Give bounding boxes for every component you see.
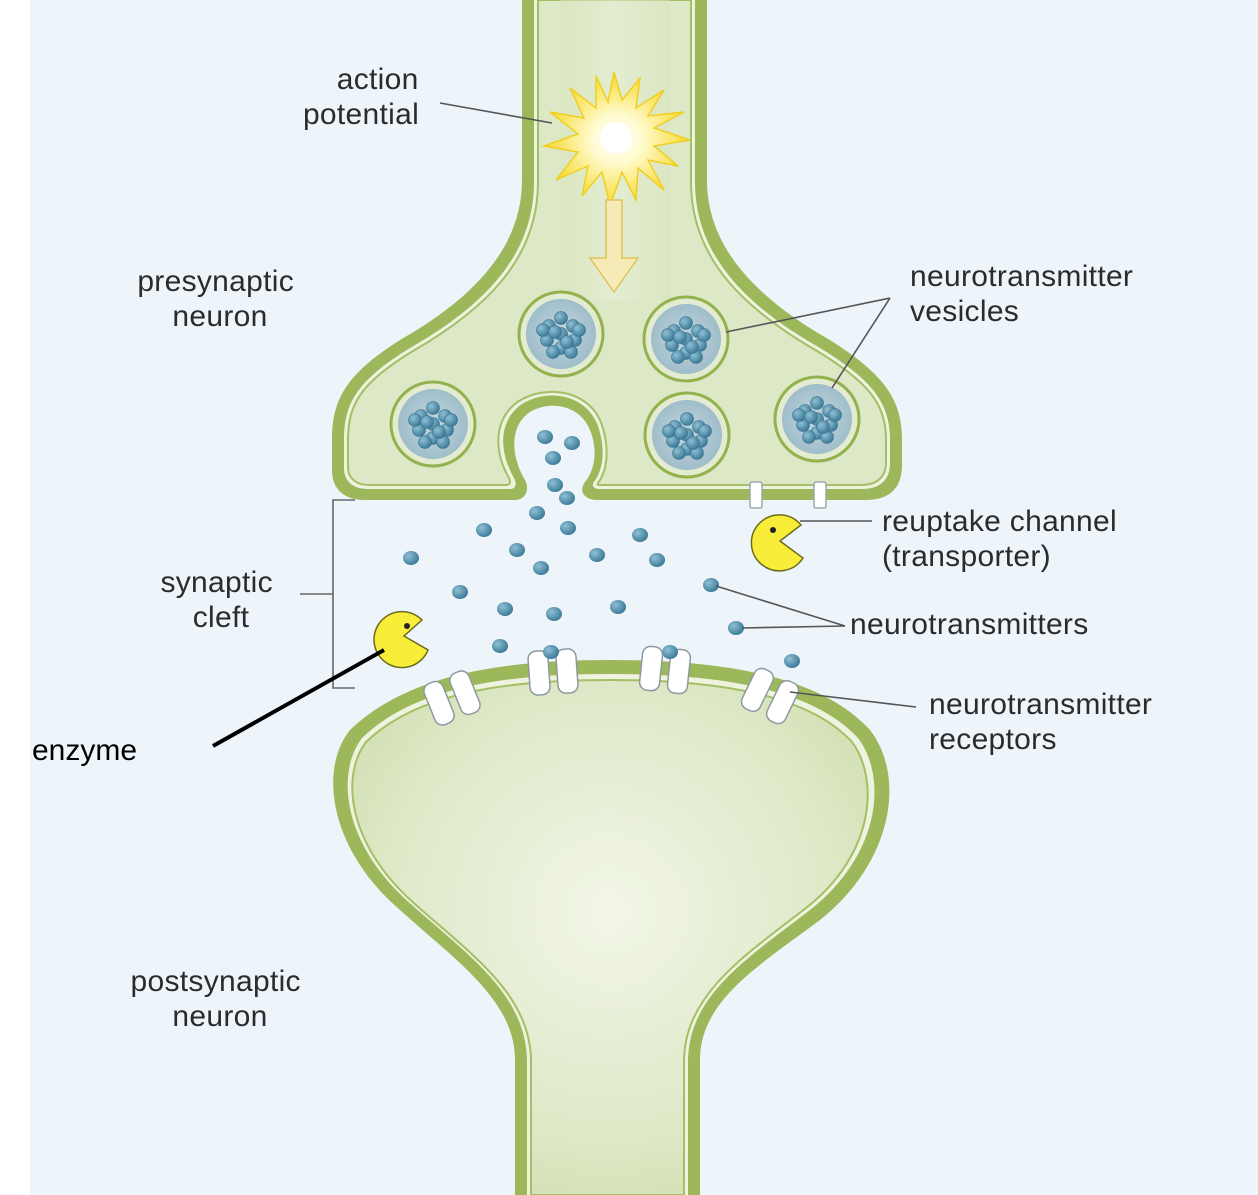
- vesicles-leader-1: [725, 297, 891, 333]
- reuptake-label-line-1: reuptake channel: [882, 505, 1117, 538]
- vesicles-leader-2: [831, 297, 891, 389]
- neurotransmitter-molecule: [564, 436, 580, 450]
- enzyme-label: enzyme: [32, 734, 137, 767]
- neurotransmitter-molecule: [589, 548, 605, 562]
- vesicles-label-line-1: neurotransmitter: [910, 260, 1133, 293]
- synaptic-cleft-label: synaptic cleft: [160, 566, 281, 634]
- postsynaptic-label-line-1: postsynaptic: [131, 965, 301, 998]
- vesicle-neurotransmitter: [802, 430, 816, 444]
- action-potential-label: action potential: [303, 63, 427, 131]
- vesicle-neurotransmitter: [444, 413, 458, 427]
- action-potential-flash: [541, 71, 691, 209]
- synaptic-cleft-bracket: [300, 499, 355, 689]
- neurotransmitter-molecule: [560, 521, 576, 535]
- neurotransmitter-molecule: [784, 654, 800, 668]
- vesicle-neurotransmitter: [828, 408, 842, 422]
- presynaptic-label-line-1: presynaptic: [137, 265, 294, 298]
- neurotransmitter-molecule: [546, 607, 562, 621]
- neurotransmitter-receptors-label: neurotransmitter receptors: [929, 688, 1161, 756]
- enzyme-pacman: [750, 514, 805, 572]
- vesicle-neurotransmitter: [673, 330, 687, 344]
- neurotransmitter-molecule: [543, 645, 559, 659]
- neurotransmitters-label: neurotransmitters: [850, 608, 1089, 641]
- postsynaptic-neuron-label: postsynaptic neuron: [131, 965, 310, 1033]
- action-potential-label-line-1: action: [337, 63, 419, 96]
- vesicle-neurotransmitter: [426, 401, 440, 415]
- vesicle-neurotransmitter: [536, 323, 550, 337]
- vesicle-neurotransmitter: [697, 328, 711, 342]
- neurotransmitter-receptor: [638, 645, 692, 695]
- neurotransmitter-molecule: [533, 561, 549, 575]
- receptors-label-line-1: neurotransmitter: [929, 688, 1152, 721]
- action-potential-leader: [439, 102, 553, 124]
- reuptake-label-line-2: (transporter): [882, 540, 1051, 573]
- vesicle-neurotransmitter: [679, 316, 693, 330]
- vesicle-neurotransmitter: [816, 420, 830, 434]
- neurotransmitter-molecule: [497, 602, 513, 616]
- vesicle-neurotransmitter: [792, 408, 806, 422]
- vesicle-neurotransmitter: [674, 426, 688, 440]
- neurotransmitter-molecule: [537, 430, 553, 444]
- vesicle-neurotransmitter: [560, 335, 574, 349]
- neurotransmitter-molecule: [610, 600, 626, 614]
- vesicle-neurotransmitter: [686, 436, 700, 450]
- neurotransmitter-molecule: [703, 578, 719, 592]
- vesicle-neurotransmitter: [810, 396, 824, 410]
- vesicle-neurotransmitter: [420, 415, 434, 429]
- neurotransmitter-molecule: [476, 523, 492, 537]
- vesicle-neurotransmitter: [554, 311, 568, 325]
- neurotransmitter-molecule: [492, 639, 508, 653]
- vesicle-contents: [408, 311, 842, 460]
- receptors-label-line-2: receptors: [929, 723, 1057, 756]
- action-potential-label-line-2: potential: [303, 98, 419, 131]
- vesicle-neurotransmitter: [698, 424, 712, 438]
- synaptic-cleft-label-line-1: synaptic: [160, 566, 272, 599]
- neurotransmitter-molecule: [403, 551, 419, 565]
- neurotransmitter-molecule: [529, 506, 545, 520]
- postsynaptic-label-line-2: neuron: [172, 1000, 267, 1033]
- vesicle-neurotransmitter: [661, 328, 675, 342]
- neurotransmitter-receptor: [423, 670, 481, 726]
- neurotransmitters: [403, 430, 800, 668]
- neurotransmitter-molecule: [545, 451, 561, 465]
- vesicle-neurotransmitter: [418, 435, 432, 449]
- vesicle-neurotransmitter: [408, 413, 422, 427]
- neurotransmitter-molecule: [509, 543, 525, 557]
- vesicle-neurotransmitter: [662, 424, 676, 438]
- neurotransmitter-molecule: [452, 585, 468, 599]
- vesicle-neurotransmitter: [432, 425, 446, 439]
- signal-arrow: [588, 199, 640, 294]
- vesicle-neurotransmitter: [680, 412, 694, 426]
- vesicles-label-line-2: vesicles: [910, 295, 1019, 328]
- enzyme-leader: [212, 648, 385, 748]
- postsynaptic-neuron: [333, 660, 890, 1195]
- vesicle-neurotransmitter: [572, 323, 586, 337]
- neurotransmitters-leader-2: [741, 625, 846, 629]
- vesicle-neurotransmitter: [804, 410, 818, 424]
- neurotransmitter-molecule: [662, 645, 678, 659]
- neurotransmitter-molecule: [649, 553, 665, 567]
- reuptake-channel-label: reuptake channel (transporter): [882, 505, 1126, 573]
- vesicle-neurotransmitter: [546, 345, 560, 359]
- neurotransmitter-receptor: [527, 648, 579, 696]
- enzyme-pacman: [373, 610, 429, 669]
- vesicle-neurotransmitter: [685, 340, 699, 354]
- neurotransmitter-molecule: [632, 528, 648, 542]
- vesicle-neurotransmitter: [672, 446, 686, 460]
- presynaptic-label-line-2: neuron: [172, 300, 267, 333]
- receptors-leader: [789, 691, 917, 708]
- presynaptic-neuron-label: presynaptic neuron: [137, 265, 302, 333]
- neurotransmitter-molecule: [547, 478, 563, 492]
- synaptic-cleft-label-line-2: cleft: [193, 601, 250, 634]
- neurotransmitters-leader-1: [715, 585, 846, 627]
- neurotransmitter-molecule: [728, 621, 744, 635]
- vesicle-neurotransmitter: [548, 325, 562, 339]
- neurotransmitter-vesicles-label: neurotransmitter vesicles: [910, 260, 1142, 328]
- neurotransmitter-molecule: [559, 491, 575, 505]
- vesicle-neurotransmitter: [671, 350, 685, 364]
- reuptake-channel: [749, 481, 827, 509]
